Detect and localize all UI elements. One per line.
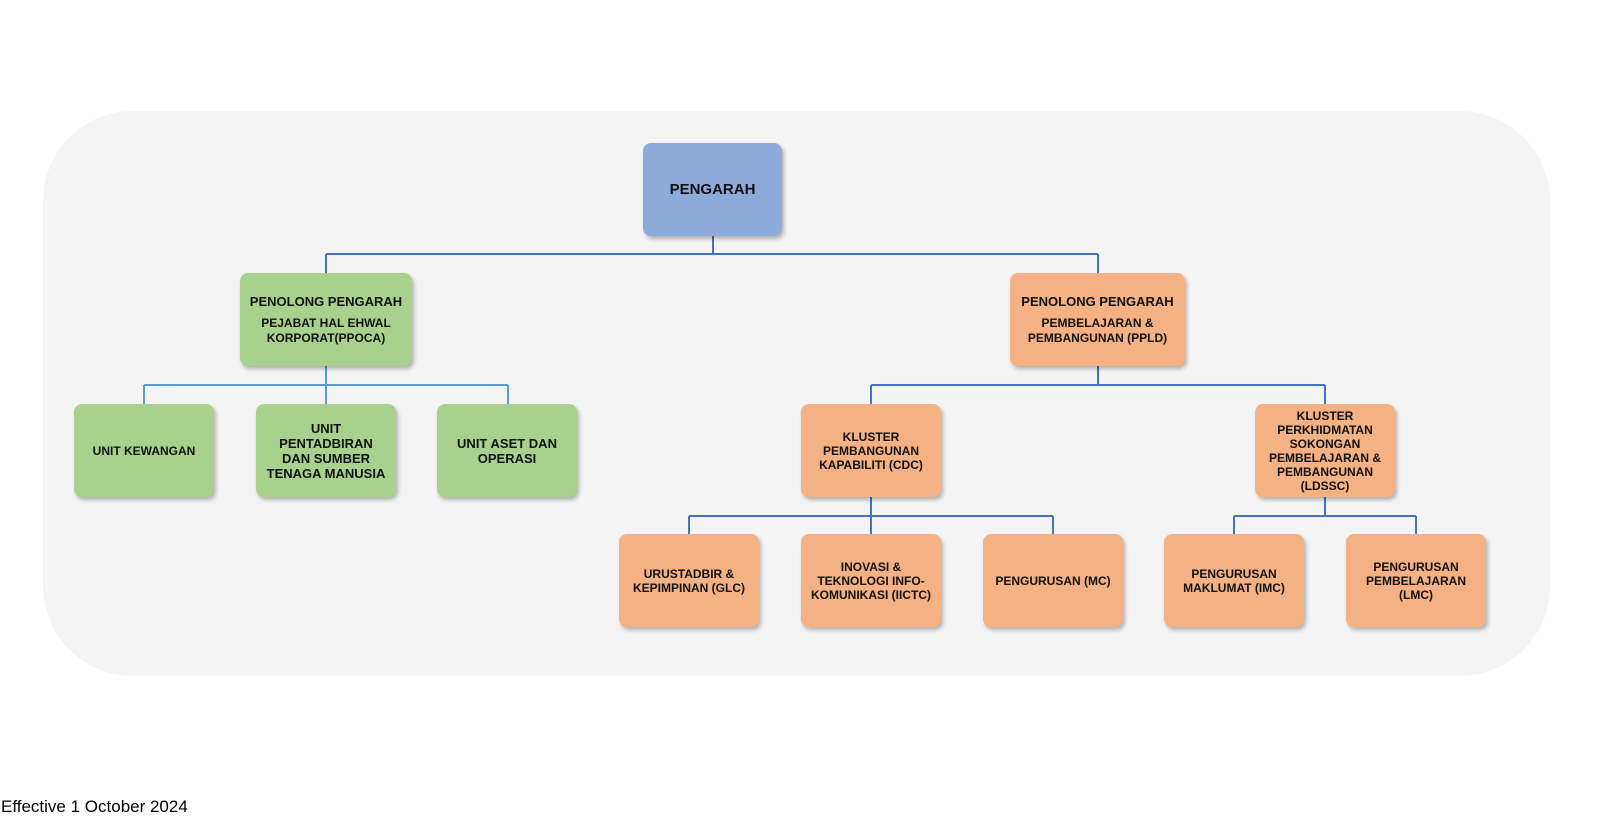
node-cluster-cdc-label: KLUSTER PEMBANGUNAN KAPABILITI (CDC): [819, 429, 923, 472]
node-pengarah-label: PENGARAH: [669, 181, 756, 198]
node-unit-glc-label: URUSTADBIR & KEPIMPINAN (GLC): [633, 566, 745, 595]
node-ppoca-subtitle: PEJABAT HAL EHWAL KORPORAT(PPOCA): [261, 315, 391, 345]
node-cluster-ldssc: KLUSTER PERKHIDMATAN SOKONGAN PEMBELAJAR…: [1255, 404, 1395, 497]
org-chart-background-panel: [43, 111, 1550, 676]
node-unit-kewangan: UNIT KEWANGAN: [74, 404, 214, 497]
node-unit-imc-label: PENGURUSAN MAKLUMAT (IMC): [1183, 566, 1285, 595]
node-cluster-cdc: KLUSTER PEMBANGUNAN KAPABILITI (CDC): [801, 404, 941, 497]
node-cluster-ldssc-label: KLUSTER PERKHIDMATAN SOKONGAN PEMBELAJAR…: [1268, 408, 1381, 493]
node-unit-pentadbiran-label: UNIT PENTADBIRAN DAN SUMBER TENAGA MANUS…: [266, 420, 386, 481]
node-unit-mc: PENGURUSAN (MC): [983, 534, 1123, 627]
effective-date-note: Effective 1 October 2024: [1, 797, 188, 816]
node-unit-iictc-label: INOVASI & TEKNOLOGI INFO-KOMUNIKASI (IIC…: [811, 559, 931, 602]
node-unit-glc: URUSTADBIR & KEPIMPINAN (GLC): [619, 534, 759, 627]
node-unit-aset-operasi-label: UNIT ASET DAN OPERASI: [457, 435, 557, 466]
node-unit-pentadbiran: UNIT PENTADBIRAN DAN SUMBER TENAGA MANUS…: [256, 404, 396, 497]
node-unit-iictc: INOVASI & TEKNOLOGI INFO-KOMUNIKASI (IIC…: [801, 534, 941, 627]
node-penolong-pengarah-ppld: PENOLONG PENGARAH PEMBELAJARAN & PEMBANG…: [1010, 273, 1185, 366]
node-ppld-subtitle: PEMBELAJARAN & PEMBANGUNAN (PPLD): [1027, 315, 1168, 345]
node-unit-aset-operasi: UNIT ASET DAN OPERASI: [437, 404, 577, 497]
node-unit-lmc-label: PENGURUSAN PEMBELAJARAN (LMC): [1365, 559, 1466, 602]
node-unit-lmc: PENGURUSAN PEMBELAJARAN (LMC): [1346, 534, 1486, 627]
node-penolong-pengarah-ppoca: PENOLONG PENGARAH PEJABAT HAL EHWAL KORP…: [240, 273, 412, 366]
node-ppoca-title: PENOLONG PENGARAH: [249, 293, 403, 309]
node-ppld-title: PENOLONG PENGARAH: [1021, 293, 1174, 309]
node-unit-imc: PENGURUSAN MAKLUMAT (IMC): [1164, 534, 1304, 627]
node-pengarah: PENGARAH: [643, 143, 782, 236]
node-unit-mc-label: PENGURUSAN (MC): [995, 573, 1111, 588]
node-unit-kewangan-label: UNIT KEWANGAN: [92, 443, 196, 458]
